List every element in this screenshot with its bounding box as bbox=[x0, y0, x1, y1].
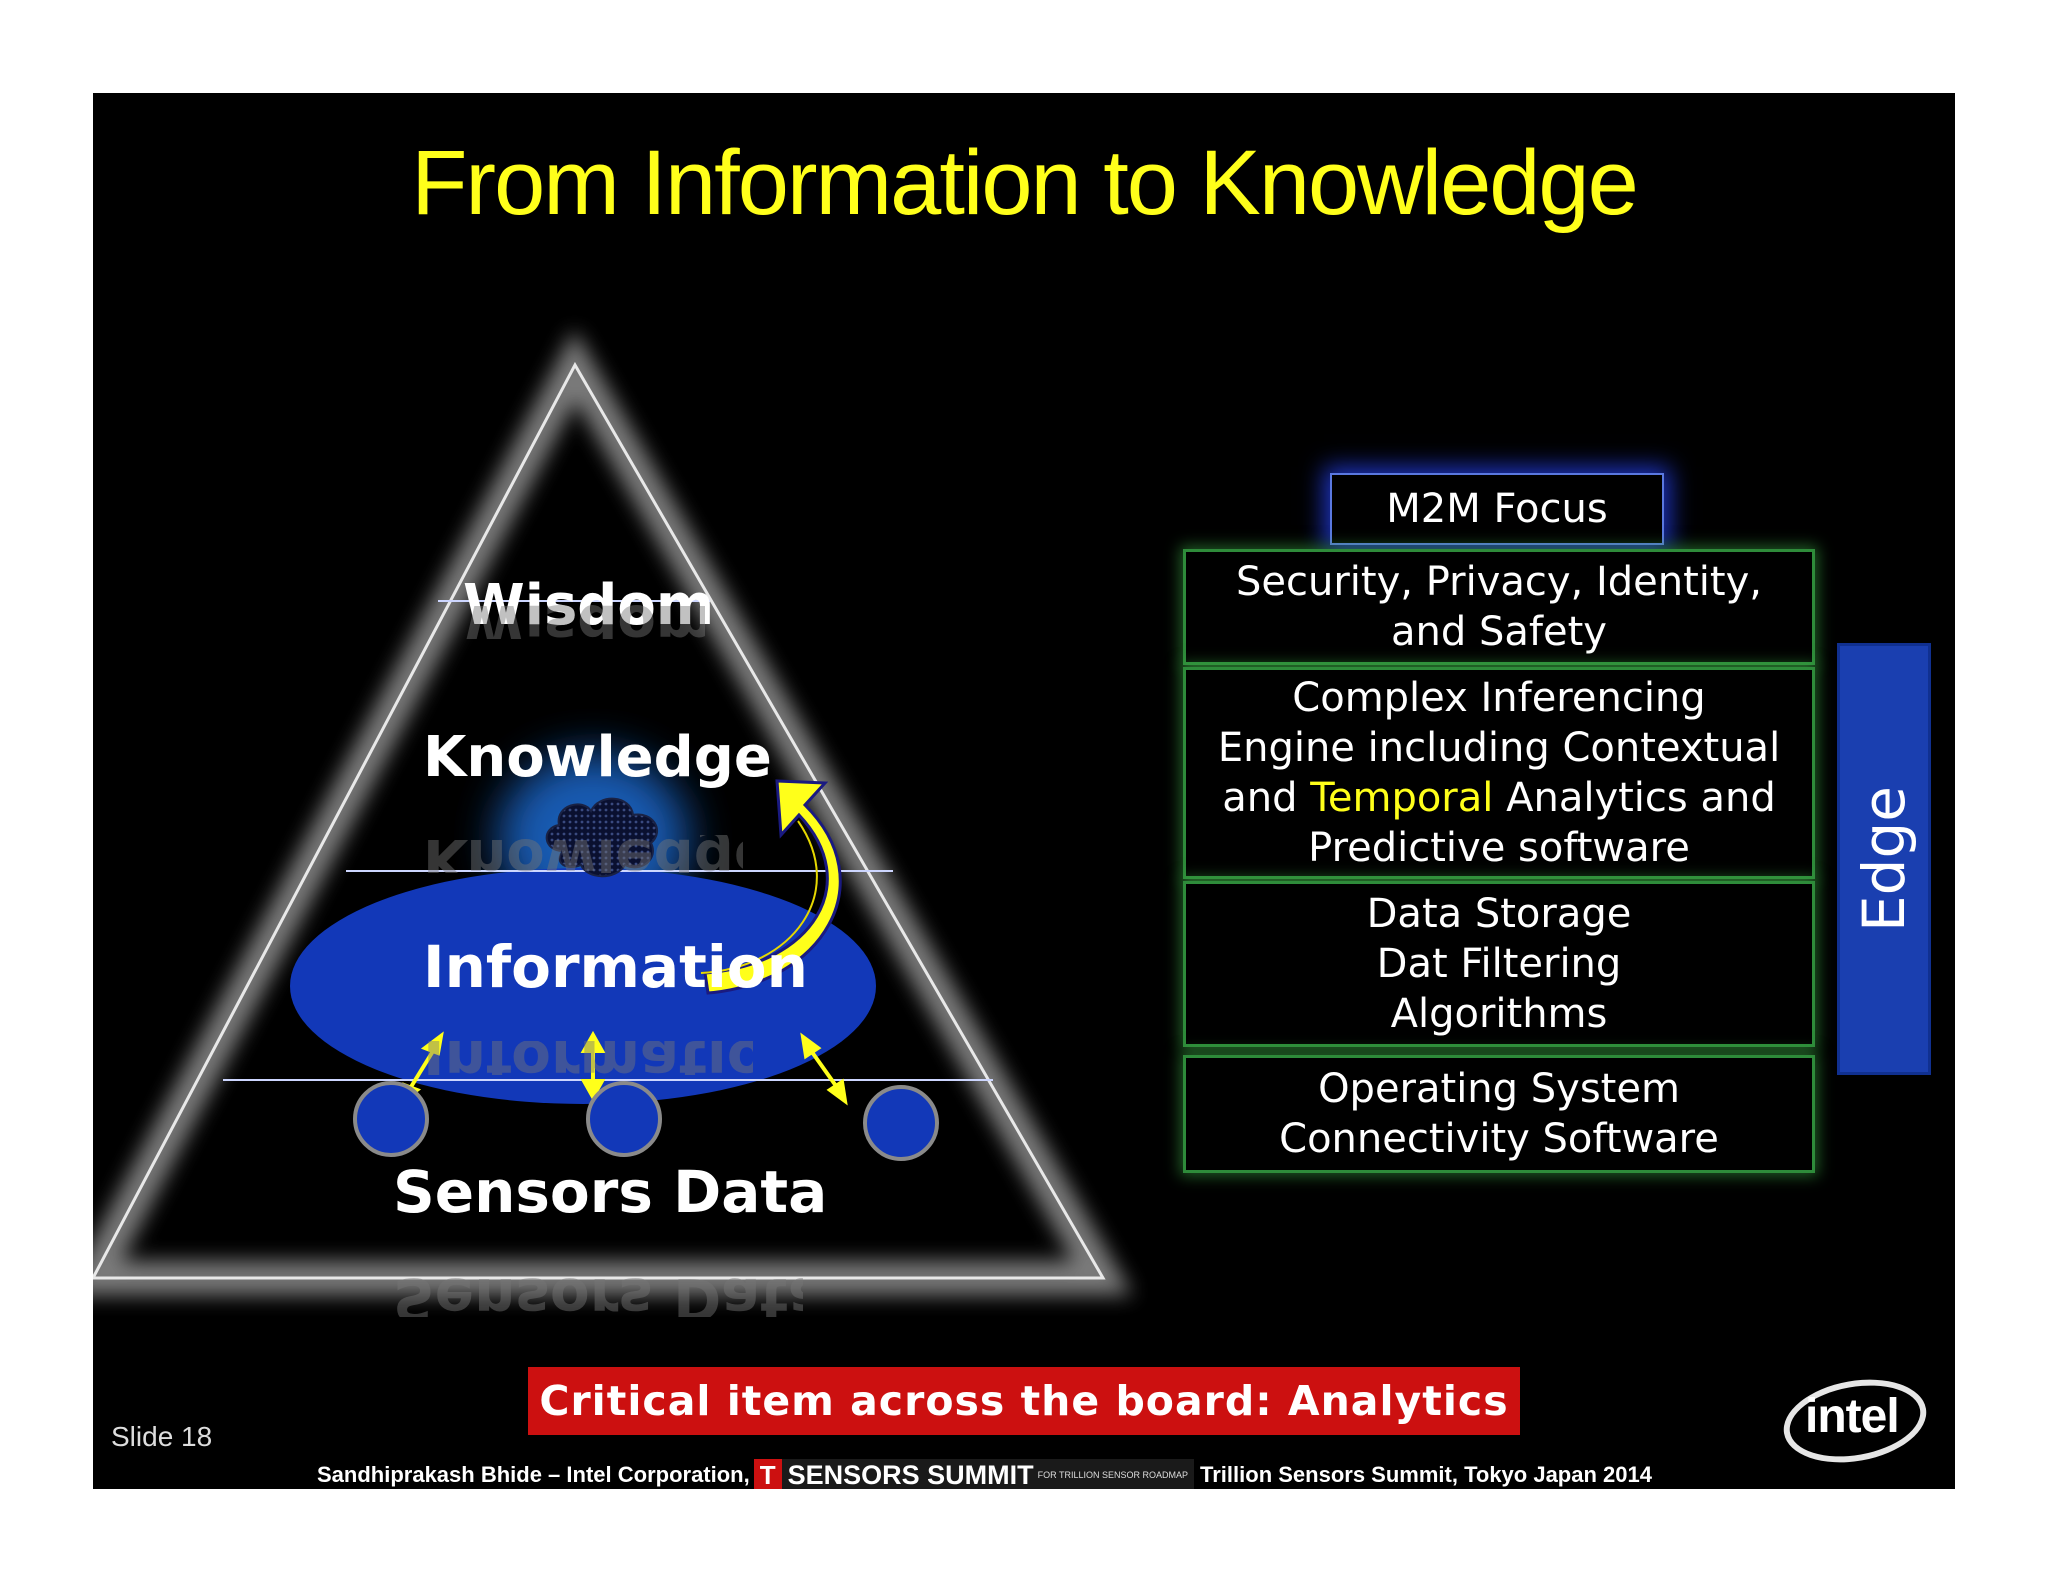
sensor-node-icon bbox=[353, 1081, 939, 1161]
pyramid-label-knowledge: Knowledge bbox=[423, 725, 772, 790]
slide: From Information to Knowledge bbox=[93, 93, 1955, 1489]
curved-arrow-icon bbox=[700, 779, 842, 995]
footer-event: Trillion Sensors Summit, Tokyo Japan 201… bbox=[1200, 1462, 1652, 1487]
highlight-temporal: Temporal bbox=[1310, 775, 1494, 821]
intel-logo-text: intel bbox=[1805, 1390, 1900, 1443]
cloud-icon bbox=[545, 797, 658, 878]
pyramid-reflection-knowledge: Knowledge bbox=[423, 835, 743, 873]
pyramid-reflection-wisdom: Wisdom bbox=[463, 603, 705, 639]
pyramid-label-information: Information bbox=[423, 933, 808, 1001]
slide-title: From Information to Knowledge bbox=[411, 132, 1639, 234]
m2m-focus-header: M2M Focus bbox=[1330, 473, 1664, 545]
footer-author: Sandhiprakash Bhide – Intel Corporation, bbox=[317, 1462, 750, 1487]
stack-box-operating-system: Operating System Connectivity Software bbox=[1183, 1055, 1815, 1173]
stack-box-security: Security, Privacy, Identity, and Safety bbox=[1183, 549, 1815, 665]
edge-label-bar: Edge bbox=[1837, 643, 1931, 1075]
sensors-summit-logo: T SENSORS SUMMIT FOR TRILLION SENSOR ROA… bbox=[753, 1459, 1195, 1489]
edge-label: Edge bbox=[1850, 786, 1918, 932]
slide-number: Slide 18 bbox=[111, 1421, 213, 1452]
pyramid-diagram bbox=[93, 329, 1133, 1295]
stack-box-inferencing: Complex Inferencing Engine including Con… bbox=[1183, 667, 1815, 879]
critical-banner: Critical item across the board: Analytic… bbox=[528, 1367, 1520, 1435]
intel-logo: intel bbox=[1777, 1369, 1933, 1473]
pyramid-reflection-information: Information bbox=[423, 1041, 753, 1075]
pyramid-reflection-sensors-data: Sensors Data bbox=[393, 1271, 803, 1317]
pyramid-label-sensors-data: Sensors Data bbox=[393, 1158, 828, 1226]
pyramid-label-wisdom: Wisdom bbox=[463, 573, 715, 638]
pyramid-outline bbox=[93, 361, 1106, 1280]
stack-box-data-storage: Data Storage Dat Filtering Algorithms bbox=[1183, 881, 1815, 1047]
footer: Sandhiprakash Bhide – Intel Corporation,… bbox=[317, 1459, 1652, 1489]
